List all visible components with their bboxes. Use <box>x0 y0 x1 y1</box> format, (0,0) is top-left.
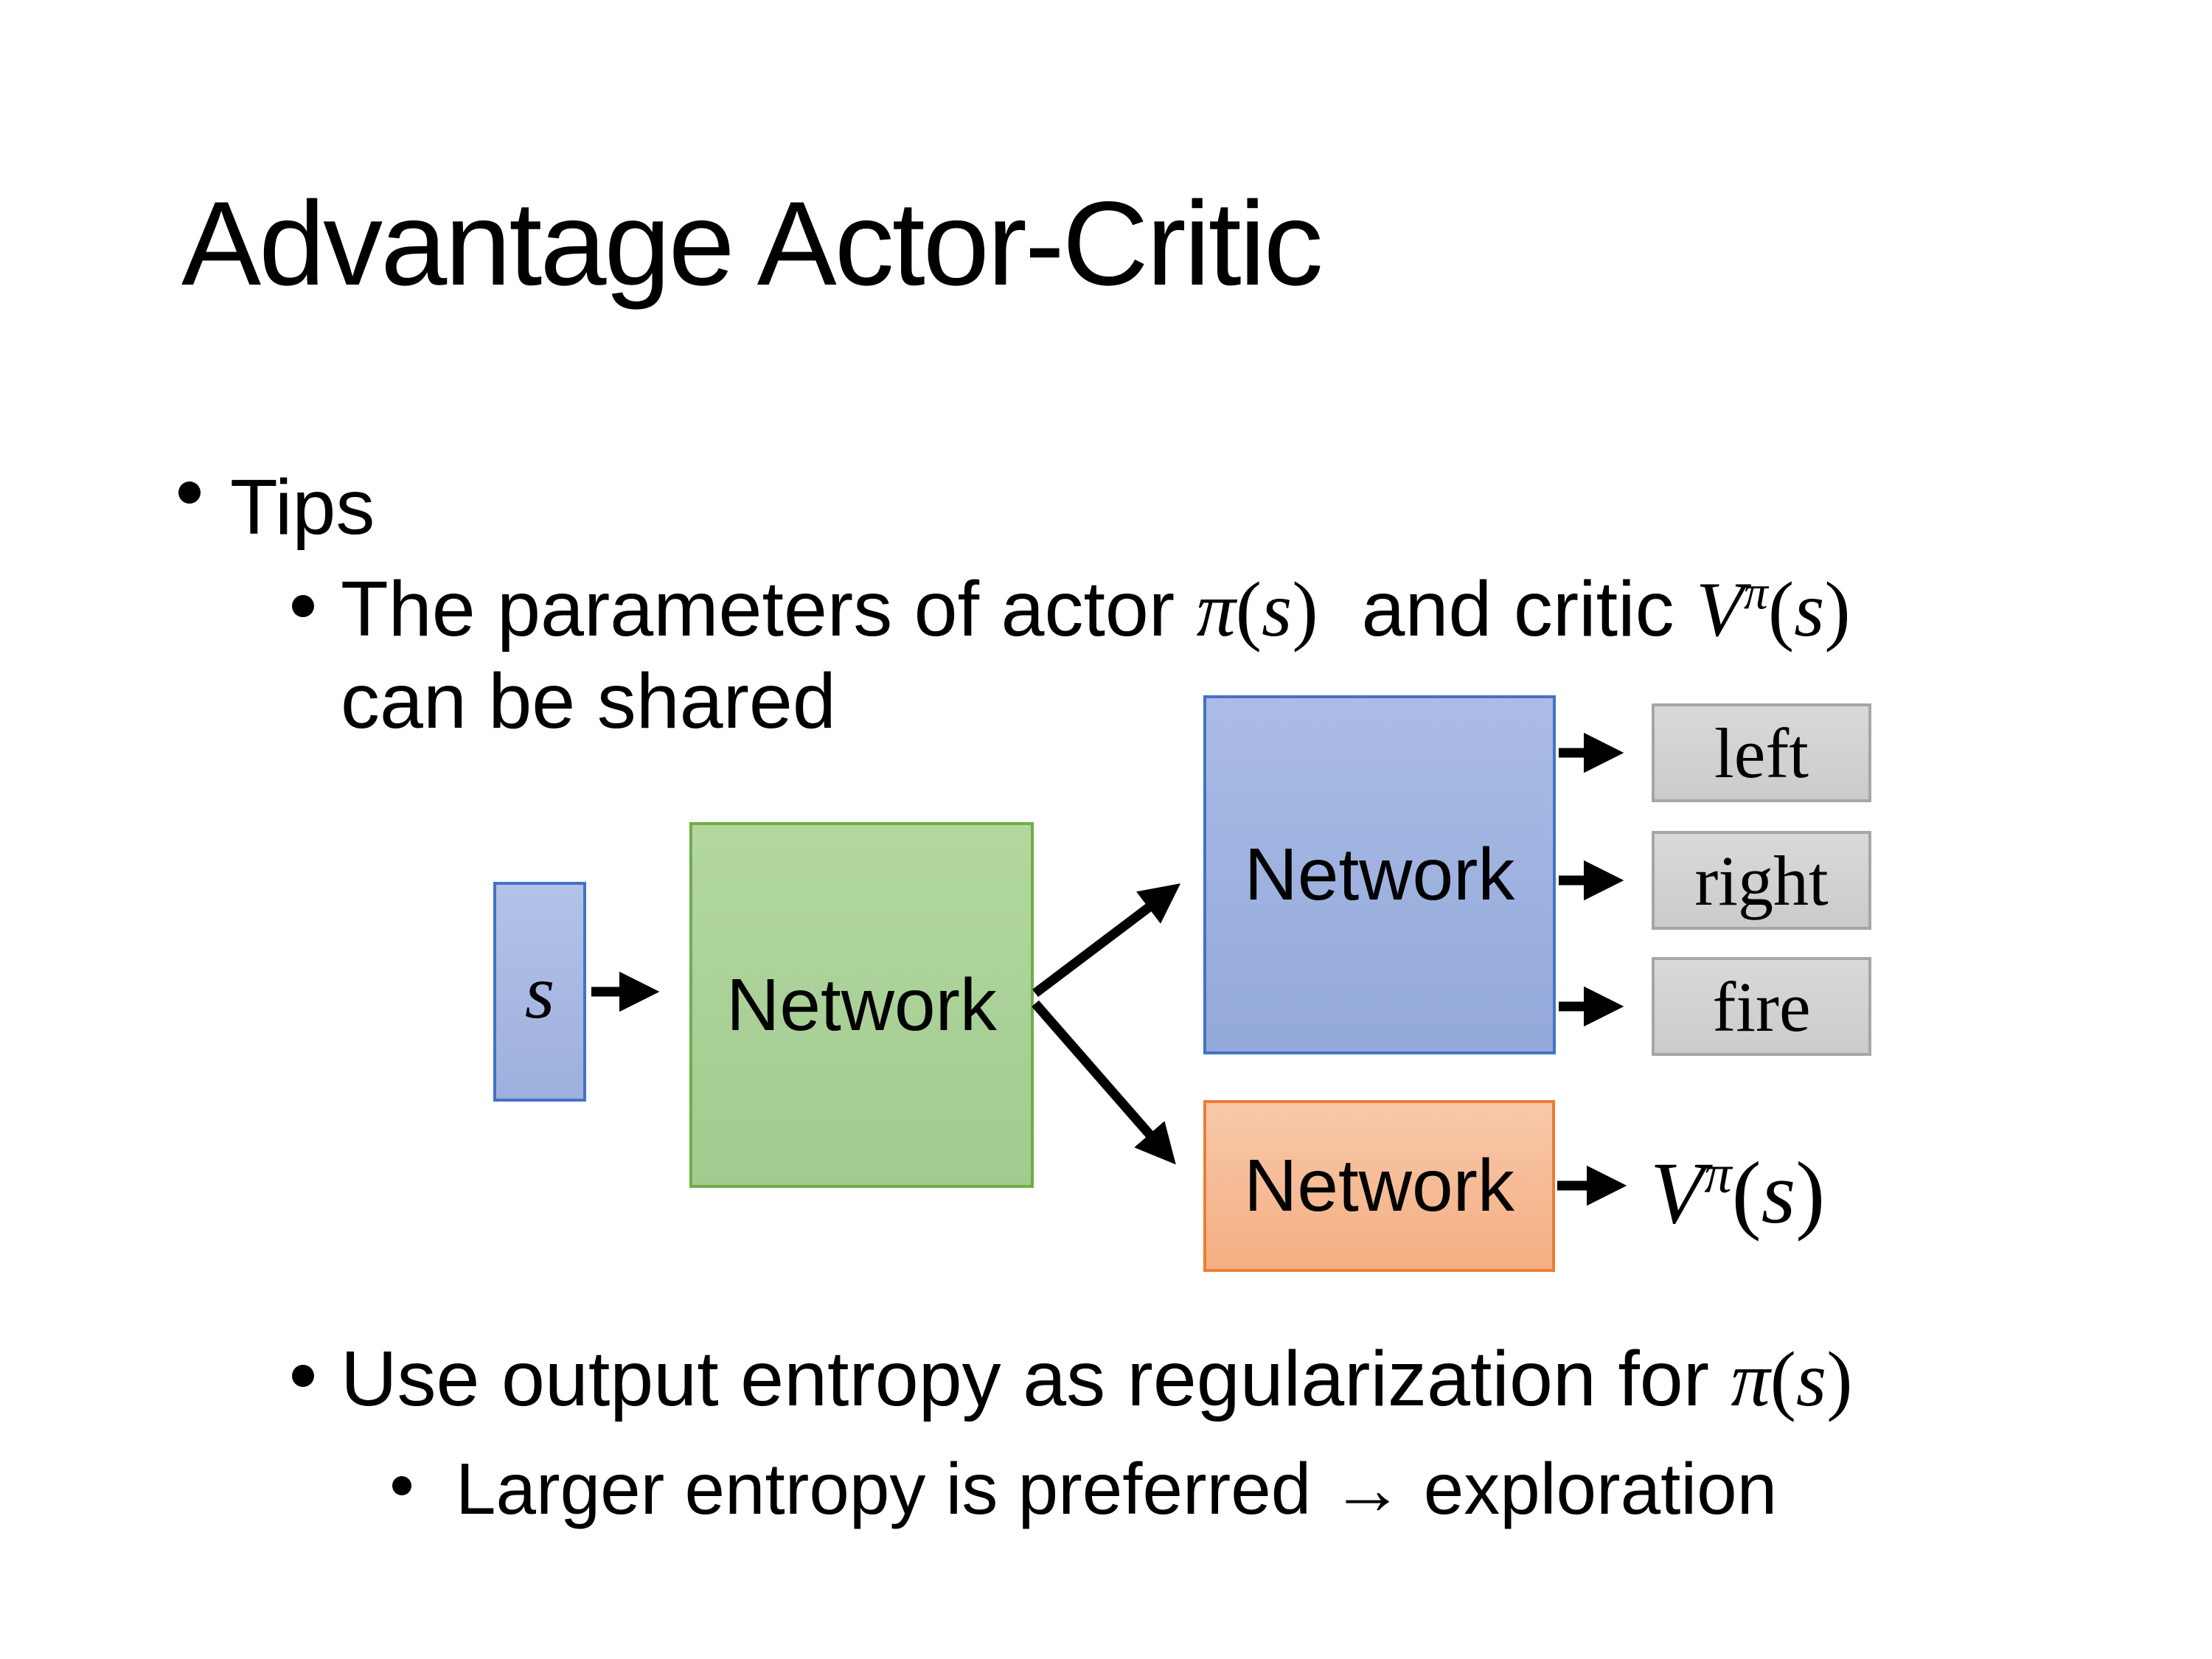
bullet-text: Larger entropy is preferred <box>456 1448 1332 1529</box>
right-paren: ) <box>1292 566 1318 653</box>
arrow-shared-to-critic <box>1032 1000 1176 1165</box>
pi-symbol: π <box>1731 1336 1770 1422</box>
critic-network-box: Network <box>1203 1100 1555 1272</box>
page-title: Advantage Actor-Critic <box>181 177 1324 310</box>
left-paren: ( <box>1235 566 1262 653</box>
bullet-larger-entropy: Larger entropy is preferred → exploratio… <box>456 1447 1777 1532</box>
state-input-box: s <box>493 882 586 1102</box>
left-paren: ( <box>1731 1144 1761 1242</box>
bullet-dot <box>392 1476 411 1495</box>
action-output-right: right <box>1652 831 1871 930</box>
action-output-fire: fire <box>1652 957 1871 1056</box>
actor-network-box: Network <box>1203 695 1556 1054</box>
bullet-shared-params: The parameters of actor π(s) and critic … <box>341 563 1851 748</box>
shared-network-box: Network <box>689 822 1034 1188</box>
bullet-tips: Tips <box>230 462 375 554</box>
action-output-left-label: left <box>1714 713 1809 793</box>
bullet-dot <box>292 595 314 617</box>
state-input-label: s <box>524 949 555 1034</box>
bullet-entropy-regularization: Use output entropy as regularization for… <box>341 1333 1853 1425</box>
bullet-text-line2: can be shared <box>341 658 836 745</box>
s-symbol: s <box>1794 566 1825 653</box>
bullet-text: The parameters of actor <box>341 566 1197 653</box>
action-output-right-label: right <box>1694 841 1829 920</box>
critic-network-label: Network <box>1244 1144 1514 1227</box>
bullet-dot <box>292 1365 314 1387</box>
bullet-text: exploration <box>1403 1448 1778 1529</box>
right-paren: ) <box>1824 566 1851 653</box>
rightwards-arrow-glyph: → <box>1331 1448 1404 1529</box>
left-paren: ( <box>1770 1336 1796 1422</box>
pi-symbol: π <box>1196 566 1236 653</box>
action-output-fire-label: fire <box>1712 967 1811 1046</box>
bullet-tips-label: Tips <box>230 464 375 551</box>
bullet-dot <box>178 481 201 504</box>
V-symbol: V <box>1696 566 1744 653</box>
s-symbol: s <box>1761 1144 1796 1242</box>
bullet-text: and critic <box>1318 566 1697 653</box>
critic-value-output: Vπ(s) <box>1650 1141 1825 1244</box>
right-paren: ) <box>1795 1144 1826 1242</box>
right-paren: ) <box>1826 1336 1853 1422</box>
bullet-text: Use output entropy as regularization for <box>341 1335 1731 1422</box>
s-symbol: s <box>1795 1336 1827 1422</box>
pi-superscript: π <box>1743 566 1768 620</box>
pi-superscript: π <box>1704 1144 1732 1205</box>
shared-network-label: Network <box>726 963 997 1046</box>
V-symbol: V <box>1650 1144 1705 1242</box>
arrow-shared-to-actor <box>1032 883 1181 998</box>
action-output-left: left <box>1652 703 1871 802</box>
left-paren: ( <box>1767 566 1795 653</box>
actor-network-label: Network <box>1244 833 1515 916</box>
s-symbol: s <box>1262 566 1293 653</box>
